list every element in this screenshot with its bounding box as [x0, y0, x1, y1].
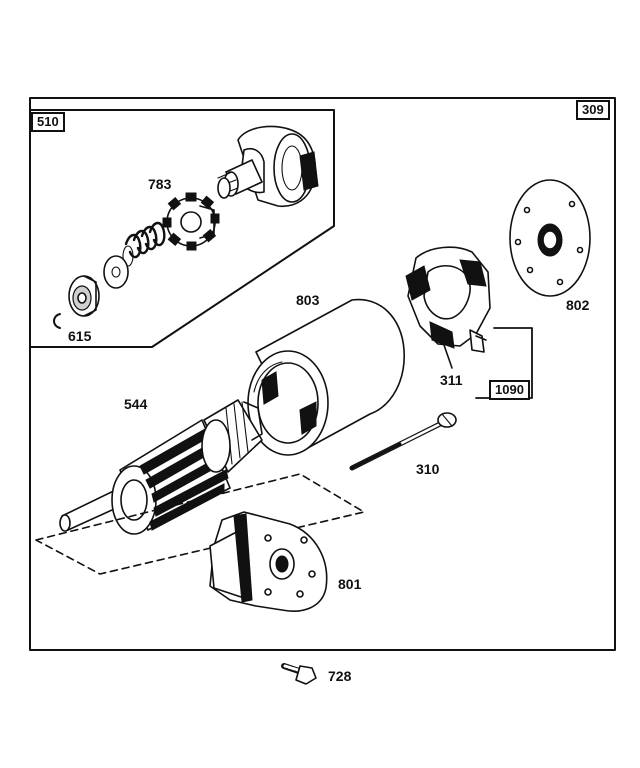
part-label-728: 728 — [328, 668, 352, 684]
drive-group-frame — [29, 109, 335, 348]
through-bolt-drawing — [349, 412, 457, 471]
end-plate-drawing — [509, 179, 591, 297]
part-label-783: 783 — [148, 176, 172, 192]
part-label-802: 802 — [566, 297, 590, 313]
pinion-gear-drawing — [162, 192, 220, 251]
part-label-310: 310 — [416, 461, 440, 477]
field-frame-drawing — [247, 298, 405, 456]
part-label-801: 801 — [338, 576, 362, 592]
part-label-311: 311 — [440, 372, 463, 388]
part-label-544: 544 — [124, 396, 148, 412]
armature-drawing — [59, 399, 263, 535]
part-label-615: 615 — [68, 328, 92, 344]
stop-collar-drawing — [68, 275, 100, 317]
brush-kit-label: 1090 — [489, 380, 530, 400]
drive-end-bracket-drawing — [209, 511, 328, 612]
drive-housing-drawing — [217, 125, 319, 207]
assembly-frame — [29, 97, 616, 651]
retaining-ring-drawing — [53, 313, 61, 329]
thrust-washer-drawing — [103, 255, 129, 289]
drive-spring-drawing — [122, 221, 166, 267]
armature-dashed-plane — [35, 473, 365, 575]
brush-holder-drawing — [405, 246, 491, 369]
inset-label: 510 — [31, 112, 65, 132]
part-label-803: 803 — [296, 292, 320, 308]
assembly-label: 309 — [576, 100, 610, 120]
screw-728-drawing — [281, 663, 317, 685]
